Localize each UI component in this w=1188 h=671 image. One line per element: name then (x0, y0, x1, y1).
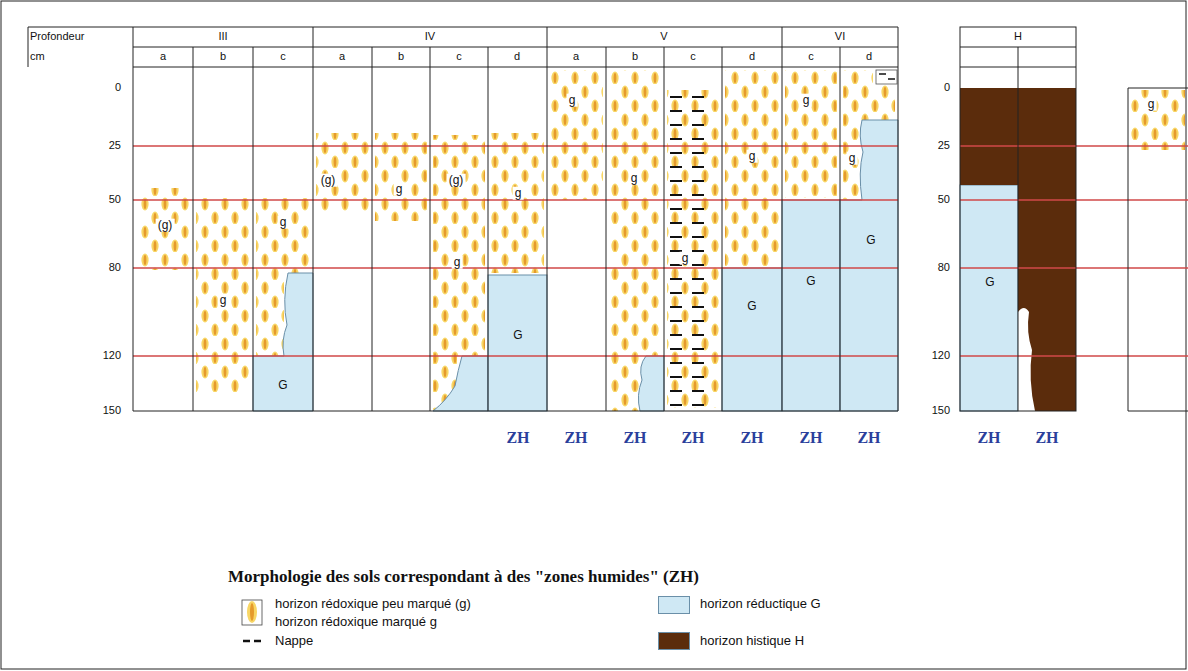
depth-label: 120 (932, 350, 950, 362)
horizon-symbol: G (276, 379, 289, 392)
horizon-symbol: G (511, 329, 524, 342)
horizon-symbol: G (745, 300, 758, 313)
zone-humide-label: ZH (977, 430, 1000, 447)
depth-label: 80 (109, 262, 121, 274)
depth-label: 50 (938, 194, 950, 206)
depth-label: 80 (938, 262, 950, 274)
subcolumn-header: b (398, 51, 404, 63)
horizon-symbol: g (278, 216, 289, 229)
subcolumn-header: d (866, 51, 872, 63)
subcolumn-header: a (339, 51, 345, 63)
depth-label: cm (30, 51, 45, 63)
subcolumn-header: b (220, 51, 226, 63)
horizon-symbol: g (847, 152, 858, 165)
depth-label: 25 (109, 140, 121, 152)
subcolumn-header: c (690, 51, 696, 63)
legend-text: Nappe (275, 634, 313, 648)
depth-label: 0 (944, 82, 950, 94)
horizon-symbol: (g) (319, 174, 338, 187)
horizon-symbol: (g) (447, 174, 466, 187)
column-header: IV (425, 31, 435, 43)
horizon-symbol: g (394, 183, 405, 196)
horizon-symbol: g (1146, 98, 1157, 111)
depth-label: 25 (938, 140, 950, 152)
legend-swatch (658, 596, 690, 614)
horizon-symbol: g (452, 256, 463, 269)
zone-humide-label: ZH (623, 430, 646, 447)
depth-label: 0 (115, 82, 121, 94)
zone-humide-label: ZH (681, 430, 704, 447)
subcolumn-header: c (808, 51, 814, 63)
horizon-symbol: g (629, 172, 640, 185)
legend-text: horizon rédoxique marqué g (275, 615, 437, 629)
depth-label: 120 (103, 350, 121, 362)
zone-humide-label: ZH (506, 430, 529, 447)
legend-text: horizon rédoxique peu marqué (g) (275, 597, 471, 611)
legend-text: horizon réductique G (700, 597, 821, 611)
zone-humide-label: ZH (740, 430, 763, 447)
subcolumn-header: d (514, 51, 520, 63)
column-header: V (660, 31, 667, 43)
zone-humide-label: ZH (857, 430, 880, 447)
subcolumn-header: b (632, 51, 638, 63)
depth-label: 150 (932, 405, 950, 417)
subcolumn-header: a (573, 51, 579, 63)
column-header: III (218, 31, 227, 43)
subcolumn-header: c (456, 51, 462, 63)
depth-label: Profondeur (30, 31, 84, 43)
horizon-symbol: G (804, 275, 817, 288)
zone-humide-label: ZH (799, 430, 822, 447)
horizon-symbol: G (864, 234, 877, 247)
horizon-symbol: g (513, 187, 524, 200)
horizon-symbol: g (801, 94, 812, 107)
horizon-symbol: g (567, 94, 578, 107)
zone-humide-label: ZH (1035, 430, 1058, 447)
legend-text: horizon histique H (700, 634, 804, 648)
legend-swatch (658, 632, 690, 650)
horizon-symbol: (g) (156, 219, 175, 232)
subcolumn-header: d (749, 51, 755, 63)
column-header: H (1014, 31, 1022, 43)
column-header: VI (835, 31, 845, 43)
depth-label: 150 (103, 405, 121, 417)
horizon-symbol: g (680, 252, 691, 265)
subcolumn-header: c (280, 51, 286, 63)
subcolumn-header: a (160, 51, 166, 63)
horizon-symbol: g (747, 150, 758, 163)
horizon-symbol: g (218, 294, 229, 307)
legend-title: Morphologie des sols correspondant à des… (228, 568, 699, 586)
depth-label: 50 (109, 194, 121, 206)
zone-humide-label: ZH (564, 430, 587, 447)
horizon-symbol: G (983, 276, 996, 289)
